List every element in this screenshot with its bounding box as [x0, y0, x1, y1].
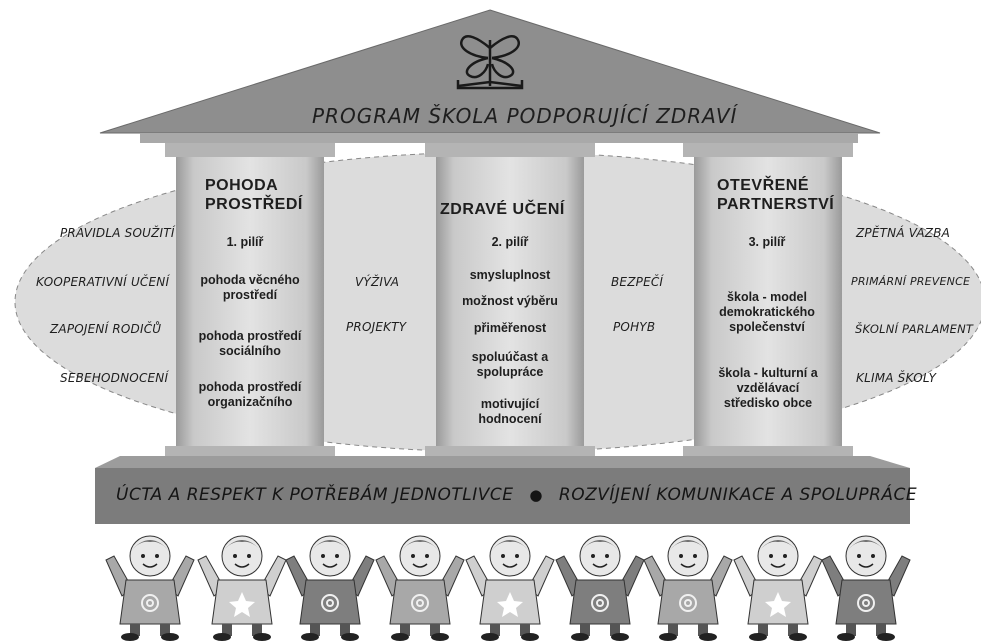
- right-label-4: KLIMA ŠKOLY: [856, 371, 937, 385]
- right-label-1: ZPĚTNÁ VAZBA: [856, 226, 951, 240]
- foundation-left-text: ÚCTA A RESPEKT K POTŘEBÁM JEDNOTLIVCE: [116, 485, 514, 505]
- pillar-1-item-3: pohoda prostředí organizačního: [198, 380, 302, 409]
- right-label-2: PRIMÁRNÍ PREVENCE: [851, 275, 971, 288]
- pillar-2-item-4: spoluúčast a spolupráce: [471, 350, 549, 379]
- left-label-4: SEBEHODNOCENÍ: [60, 371, 169, 385]
- foundation-top: [95, 456, 910, 468]
- pillar-2-item-5: motivující hodnocení: [478, 397, 542, 426]
- pillar-2-item-1: smysluplnost: [469, 268, 551, 282]
- child-figure: [643, 535, 733, 641]
- child-figure: [375, 535, 465, 641]
- pillar-1-heading: POHODA PROSTŘEDÍ: [205, 176, 303, 214]
- left-label-1: PRAVIDLA SOUŽITÍ: [60, 226, 175, 240]
- pillar-1-item-2: pohoda prostředí sociálního: [198, 329, 302, 358]
- pillar-2-item-2: možnost výběru: [462, 294, 558, 308]
- pillar-1-heading-line-1: POHODA: [205, 177, 279, 194]
- pillar-1-item-1: pohoda věcného prostředí: [200, 273, 300, 302]
- foundation-right-text: ROZVÍJENÍ KOMUNIKACE A SPOLUPRÁCE: [558, 485, 918, 505]
- left-label-2: KOOPERATIVNÍ UČENÍ: [36, 275, 170, 289]
- pillar-3-column: [683, 143, 853, 456]
- diagram-title: PROGRAM ŠKOLA PODPORUJÍCÍ ZDRAVÍ: [312, 104, 738, 128]
- pillar-3-item-2: škola - kulturní a vzdělávací středisko …: [718, 366, 818, 410]
- pillar-3-heading-line-2: PARTNERSTVÍ: [717, 196, 835, 213]
- gap-label-vyziva: VÝŽIVA: [355, 275, 400, 289]
- child-figure: [821, 535, 911, 641]
- pillar-3-heading-line-1: OTEVŘENÉ: [717, 177, 810, 194]
- pillar-2-column: [425, 143, 595, 456]
- pillar-1-heading-line-2: PROSTŘEDÍ: [205, 196, 303, 213]
- gap-label-bezpeci: BEZPEČÍ: [611, 275, 664, 289]
- roof-beam: [140, 133, 858, 143]
- pillar-2-heading: ZDRAVÉ UČENÍ: [440, 201, 565, 218]
- pillar-2-item-3: přiměřenost: [473, 321, 547, 335]
- foundation-separator: ●: [529, 486, 544, 504]
- right-label-3: ŠKOLNÍ PARLAMENT: [855, 322, 974, 336]
- left-label-3: ZAPOJENÍ RODIČŮ: [50, 322, 162, 336]
- child-figure: [105, 535, 195, 641]
- child-figure: [465, 535, 555, 641]
- pillar-3-heading: OTEVŘENÉ PARTNERSTVÍ: [717, 176, 834, 214]
- pillar-2-number: 2. pilíř: [491, 235, 529, 249]
- gap-label-projekty: PROJEKTY: [346, 320, 407, 334]
- gap-label-pohyb: POHYB: [613, 320, 656, 334]
- child-figure: [733, 535, 823, 641]
- child-figure: [285, 535, 375, 641]
- foundation-band: [95, 468, 910, 524]
- pillar-3-item-1: škola - model demokratického společenstv…: [719, 290, 815, 334]
- children-illustration: [105, 535, 911, 641]
- book-butterfly-logo-icon: [456, 35, 524, 90]
- foundation-text: ÚCTA A RESPEKT K POTŘEBÁM JEDNOTLIVCE ● …: [116, 485, 917, 505]
- pillar-1-number: 1. pilíř: [226, 235, 264, 249]
- pillar-3-number: 3. pilíř: [748, 235, 786, 249]
- child-figure: [197, 535, 287, 641]
- pillar-1-column: [165, 143, 335, 456]
- child-figure: [555, 535, 645, 641]
